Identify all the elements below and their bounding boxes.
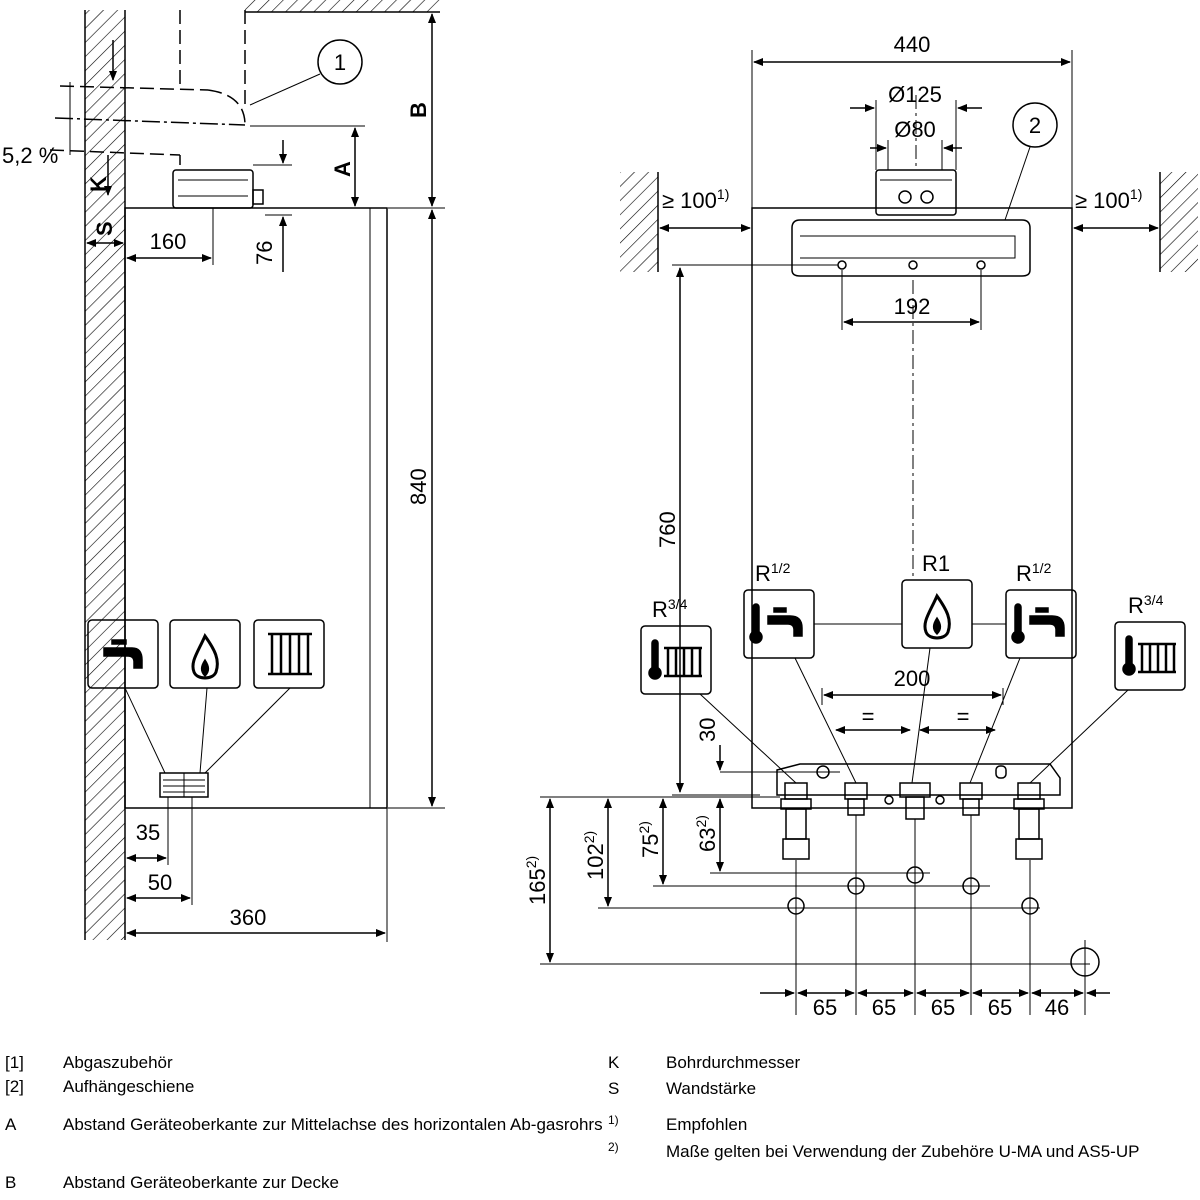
side-view (49, 0, 445, 942)
legend-item-footnote-2: 2) Maße gelten bei Verwendung der Zubehö… (608, 1140, 1198, 1163)
dim-63: 632) (693, 815, 720, 852)
legend-text: Maße gelten bei Verwendung der Zubehöre … (666, 1142, 1140, 1161)
thread-label-1: R3/4 (652, 596, 688, 622)
dim-75: 752) (636, 821, 663, 858)
legend-item-footnote-1: 1) Empfohlen (608, 1113, 1198, 1136)
callout-2-label: 2 (1029, 113, 1041, 138)
dim-d80: Ø80 (894, 117, 936, 142)
legend-item-A: A Abstand Geräteoberkante zur Mittelachs… (5, 1114, 605, 1158)
slope-label: 5,2 % (2, 143, 58, 168)
dim-840: 840 (406, 468, 431, 505)
legend-key: K (608, 1053, 620, 1072)
legend: [1] Abgaszubehör [2] Aufhängeschiene A A… (0, 1048, 1200, 1198)
dim-d125: Ø125 (888, 82, 942, 107)
legend-key: [1] (5, 1053, 24, 1072)
equal-right: = (957, 704, 970, 729)
dim-440: 440 (894, 32, 931, 57)
wall-hatch (85, 10, 125, 940)
boiler-front (751, 207, 1073, 809)
boiler-side (124, 207, 388, 809)
legend-key: 2) (608, 1140, 619, 1154)
dim-165: 1652) (523, 856, 550, 905)
legend-key: S (608, 1079, 620, 1098)
legend-text: Abstand Geräteoberkante zur Mittelachse … (63, 1115, 603, 1134)
legend-key: [2] (5, 1077, 24, 1096)
dim-76: 76 (252, 241, 277, 265)
dim-30: 30 (695, 718, 720, 742)
legend-text: Abgaszubehör (63, 1053, 173, 1072)
radiator-icon (253, 619, 325, 689)
legend-text: Abstand Geräteoberkante zur Decke (63, 1173, 339, 1192)
connection-box-1 (640, 625, 712, 695)
label-S: S (92, 221, 117, 236)
dim-200: 200 (894, 666, 931, 691)
legend-key: 1) (608, 1113, 619, 1127)
thread-label-2: R1/2 (755, 560, 791, 586)
flame-icon (169, 619, 241, 689)
thread-label-3: R1 (922, 551, 950, 576)
dim-35: 35 (136, 820, 160, 845)
callout-1-circle (317, 39, 363, 85)
dim-760: 760 (655, 511, 680, 548)
label-A: A (330, 161, 355, 177)
legend-item-S: S Wandstärke (608, 1078, 1198, 1100)
connection-box-3 (901, 579, 973, 649)
connection-fittings (780, 782, 1045, 860)
installation-dimension-drawing: 1 5,2 % K S A B 160 76 840 35 50 360 (2, 0, 1198, 1020)
equal-left: = (862, 704, 875, 729)
callout-1-label: 1 (334, 50, 346, 75)
front-view (540, 50, 1198, 1015)
legend-text: Bohrdurchmesser (666, 1053, 801, 1072)
left-wall-hatch (620, 172, 658, 272)
legend-text: Empfohlen (666, 1115, 748, 1134)
legend-item-2: [2] Aufhängeschiene (5, 1076, 605, 1098)
dim-50: 50 (148, 870, 172, 895)
legend-item-K: K Bohrdurchmesser (608, 1052, 1198, 1074)
legend-key: B (5, 1173, 17, 1192)
bottom-dim-5: 46 (1045, 995, 1069, 1020)
legend-text: Wandstärke (666, 1079, 757, 1098)
label-K: K (86, 176, 111, 192)
callout-2-circle (1012, 102, 1058, 148)
right-wall-hatch (1160, 172, 1198, 272)
dim-360: 360 (230, 905, 267, 930)
legend-key: A (5, 1115, 17, 1134)
hanging-rail (791, 219, 1031, 277)
bottom-dim-2: 65 (872, 995, 896, 1020)
connection-box-5 (1114, 621, 1186, 691)
dim-160: 160 (150, 229, 187, 254)
bottom-dim-4: 65 (988, 995, 1012, 1020)
tap-icon (87, 619, 159, 689)
thread-label-5: R3/4 (1128, 592, 1164, 618)
bottom-dim-3: 65 (931, 995, 955, 1020)
legend-item-1: [1] Abgaszubehör (5, 1052, 605, 1074)
label-B: B (406, 102, 431, 118)
thread-label-4: R1/2 (1016, 560, 1052, 586)
clearance-left: ≥ 1001) (662, 186, 729, 213)
ceiling-hatch (245, 0, 440, 12)
bottom-dim-1: 65 (813, 995, 837, 1020)
clearance-right: ≥ 1001) (1075, 186, 1142, 213)
legend-text: Aufhängeschiene (63, 1077, 195, 1096)
legend-item-B: B Abstand Geräteoberkante zur Decke (5, 1172, 605, 1194)
dim-192: 192 (894, 294, 931, 319)
dim-102: 1022) (581, 831, 608, 880)
